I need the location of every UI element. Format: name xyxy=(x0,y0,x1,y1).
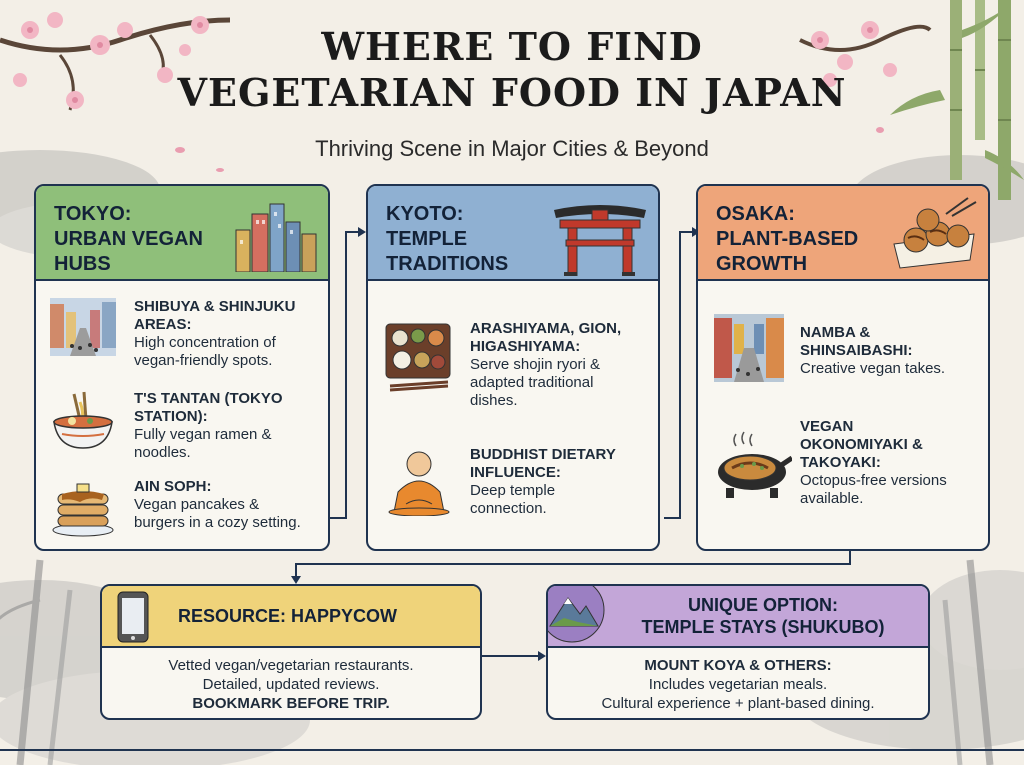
pancakes-icon xyxy=(52,483,114,537)
shukubo-line-3: Cultural experience + plant-based dining… xyxy=(601,695,875,712)
shukubo-title-line-2: TEMPLE STAYS (SHUKUBO) xyxy=(641,617,885,637)
ramen-bowl-icon xyxy=(53,391,113,449)
buddhist-title-line-2: INFLUENCE: xyxy=(470,464,561,481)
bamboo-top-right xyxy=(890,0,1024,200)
shukubo-line-2: Includes vegetarian meals. xyxy=(648,676,828,693)
skyscrapers-icon xyxy=(235,203,317,272)
kyoto-item-buddhist: BUDDHIST DIETARY INFLUENCE: Deep temple … xyxy=(384,446,658,526)
arashiyama-title-line-1: ARASHIYAMA, GION, xyxy=(470,320,622,337)
osaka-item-namba: NAMBA & SHINSAIBASHI: Creative vegan tak… xyxy=(714,314,988,394)
osaka-title-line-3: GROWTH xyxy=(716,253,808,275)
okonomiyaki-desc-line-1: Octopus-free versions xyxy=(800,472,947,489)
tokyo-card-title: TOKYO: URBAN VEGAN HUBS xyxy=(54,202,203,277)
arashiyama-title-line-2: HIGASHIYAMA: xyxy=(470,338,581,355)
buddhist-title-line-1: BUDDHIST DIETARY xyxy=(470,446,616,463)
ts-tantan-desc-line-2: noodles. xyxy=(134,444,191,461)
shukubo-card-header: UNIQUE OPTION: TEMPLE STAYS (SHUKUBO) xyxy=(548,586,928,648)
osaka-title-line-1: OSAKA: xyxy=(716,203,795,225)
arashiyama-desc-line-1: Serve shojin ryori & xyxy=(470,356,601,373)
namba-title-line-2: SHINSAIBASHI: xyxy=(800,342,913,359)
city-street-icon xyxy=(50,298,116,356)
ain-soph-title: AIN SOPH: xyxy=(134,478,212,495)
arashiyama-desc-line-3: dishes. xyxy=(470,392,518,409)
title-line-2: VEGETARIAN FOOD IN JAPAN xyxy=(177,70,847,115)
happycow-line-3: BOOKMARK BEFORE TRIP. xyxy=(192,695,390,712)
shibuya-desc-line-1: High concentration of xyxy=(134,334,276,351)
ain-soph-desc-line-2: burgers in a cozy setting. xyxy=(134,514,301,531)
buddhist-desc-line-2: connection. xyxy=(470,500,547,517)
ts-tantan-title-line-1: T'S TANTAN (TOKYO xyxy=(134,390,283,407)
falling-petals xyxy=(175,127,884,172)
namba-desc-line-1: Creative vegan takes. xyxy=(800,360,946,377)
title-line-1: WHERE TO FIND xyxy=(321,24,703,69)
ain-soph-desc-line-1: Vegan pancakes & xyxy=(134,496,260,513)
okonomiyaki-title-line-2: OKONOMIYAKI & xyxy=(800,436,923,453)
shukubo-card: UNIQUE OPTION: TEMPLE STAYS (SHUKUBO) MO… xyxy=(546,584,930,720)
buddhist-desc-line-1: Deep temple xyxy=(470,482,556,499)
kyoto-title-line-3: TRADITIONS xyxy=(386,253,509,275)
osaka-title-line-2: PLANT-BASED xyxy=(716,228,859,250)
torii-gate-icon xyxy=(554,205,646,276)
tokyo-item-ts-tantan: T'S TANTAN (TOKYO STATION): Fully vegan … xyxy=(50,390,328,470)
happycow-body: Vetted vegan/vegetarian restaurants. Det… xyxy=(102,656,480,713)
arashiyama-desc-line-2: adapted traditional xyxy=(470,374,594,391)
osaka-card-title: OSAKA: PLANT-BASED GROWTH xyxy=(716,202,858,277)
kyoto-card-title: KYOTO: TEMPLE TRADITIONS xyxy=(386,202,508,277)
monk-icon xyxy=(388,451,450,516)
ts-tantan-desc-line-1: Fully vegan ramen & xyxy=(134,426,272,443)
okonomiyaki-title-line-3: TAKOYAKI: xyxy=(800,454,881,471)
tokyo-item-ain-soph: AIN SOPH: Vegan pancakes & burgers in a … xyxy=(50,478,328,549)
kyoto-card-header: KYOTO: TEMPLE TRADITIONS xyxy=(368,186,658,281)
bamboo-bottom-right xyxy=(942,559,994,765)
mountain-icon xyxy=(548,586,605,643)
happycow-line-1: Vetted vegan/vegetarian restaurants. xyxy=(168,657,414,674)
tokyo-card-header: TOKYO: URBAN VEGAN HUBS xyxy=(36,186,328,281)
tokyo-title-line-2: URBAN VEGAN xyxy=(54,228,203,250)
cherry-blossom-branch-right xyxy=(799,21,932,87)
shukubo-title-line-1: UNIQUE OPTION: xyxy=(687,595,838,615)
page-subtitle: Thriving Scene in Major Cities & Beyond xyxy=(315,136,709,161)
tokyo-title-line-3: HUBS xyxy=(54,253,111,275)
okonomiyaki-desc-line-2: available. xyxy=(800,490,864,507)
market-street-icon xyxy=(714,314,784,382)
happycow-title: RESOURCE: HAPPYCOW xyxy=(178,606,398,626)
tokyo-card: TOKYO: URBAN VEGAN HUBS xyxy=(34,184,330,551)
kyoto-title-line-1: KYOTO: xyxy=(386,203,464,225)
shibuya-title-line-2: AREAS: xyxy=(134,316,192,333)
takoyaki-icon xyxy=(893,197,977,269)
ts-tantan-title-line-2: STATION): xyxy=(134,408,208,425)
tokyo-item-shibuya: SHIBUYA & SHINJUKU AREAS: High concentra… xyxy=(50,298,328,378)
kyoto-item-arashiyama: ARASHIYAMA, GION, HIGASHIYAMA: Serve sho… xyxy=(384,320,658,420)
shukubo-title: UNIQUE OPTION: TEMPLE STAYS (SHUKUBO) xyxy=(608,594,918,638)
okonomiyaki-pan-icon xyxy=(718,431,792,498)
happycow-card: RESOURCE: HAPPYCOW Vetted vegan/vegetari… xyxy=(100,584,482,720)
tokyo-title-line-1: TOKYO: xyxy=(54,203,132,225)
okonomiyaki-title-line-1: VEGAN xyxy=(800,418,854,435)
bamboo-bottom-left xyxy=(0,559,73,765)
osaka-card-header: OSAKA: PLANT-BASED GROWTH xyxy=(698,186,988,281)
page-title: WHERE TO FIND VEGETARIAN FOOD IN JAPAN xyxy=(130,24,894,116)
shibuya-title-line-1: SHIBUYA & SHINJUKU xyxy=(134,298,296,315)
happycow-card-header: RESOURCE: HAPPYCOW xyxy=(102,586,480,648)
happycow-line-2: Detailed, updated reviews. xyxy=(202,676,380,693)
kyoto-title-line-2: TEMPLE xyxy=(386,228,468,250)
bento-tray-icon xyxy=(385,323,451,392)
phone-icon xyxy=(117,591,149,643)
kyoto-card: KYOTO: TEMPLE TRADITIONS ARASHIYA xyxy=(366,184,660,551)
namba-title-line-1: NAMBA & xyxy=(800,324,871,341)
shukubo-body: MOUNT KOYA & OTHERS: Includes vegetarian… xyxy=(548,656,928,713)
osaka-card: OSAKA: PLANT-BASED GROWTH NAMBA & xyxy=(696,184,990,551)
shukubo-line-1: MOUNT KOYA & OTHERS: xyxy=(644,657,832,674)
cherry-blossom-branch-left xyxy=(0,12,231,111)
shibuya-desc-line-2: vegan-friendly spots. xyxy=(134,352,273,369)
osaka-item-okonomiyaki: VEGAN OKONOMIYAKI & TAKOYAKI: Octopus-fr… xyxy=(714,418,988,518)
